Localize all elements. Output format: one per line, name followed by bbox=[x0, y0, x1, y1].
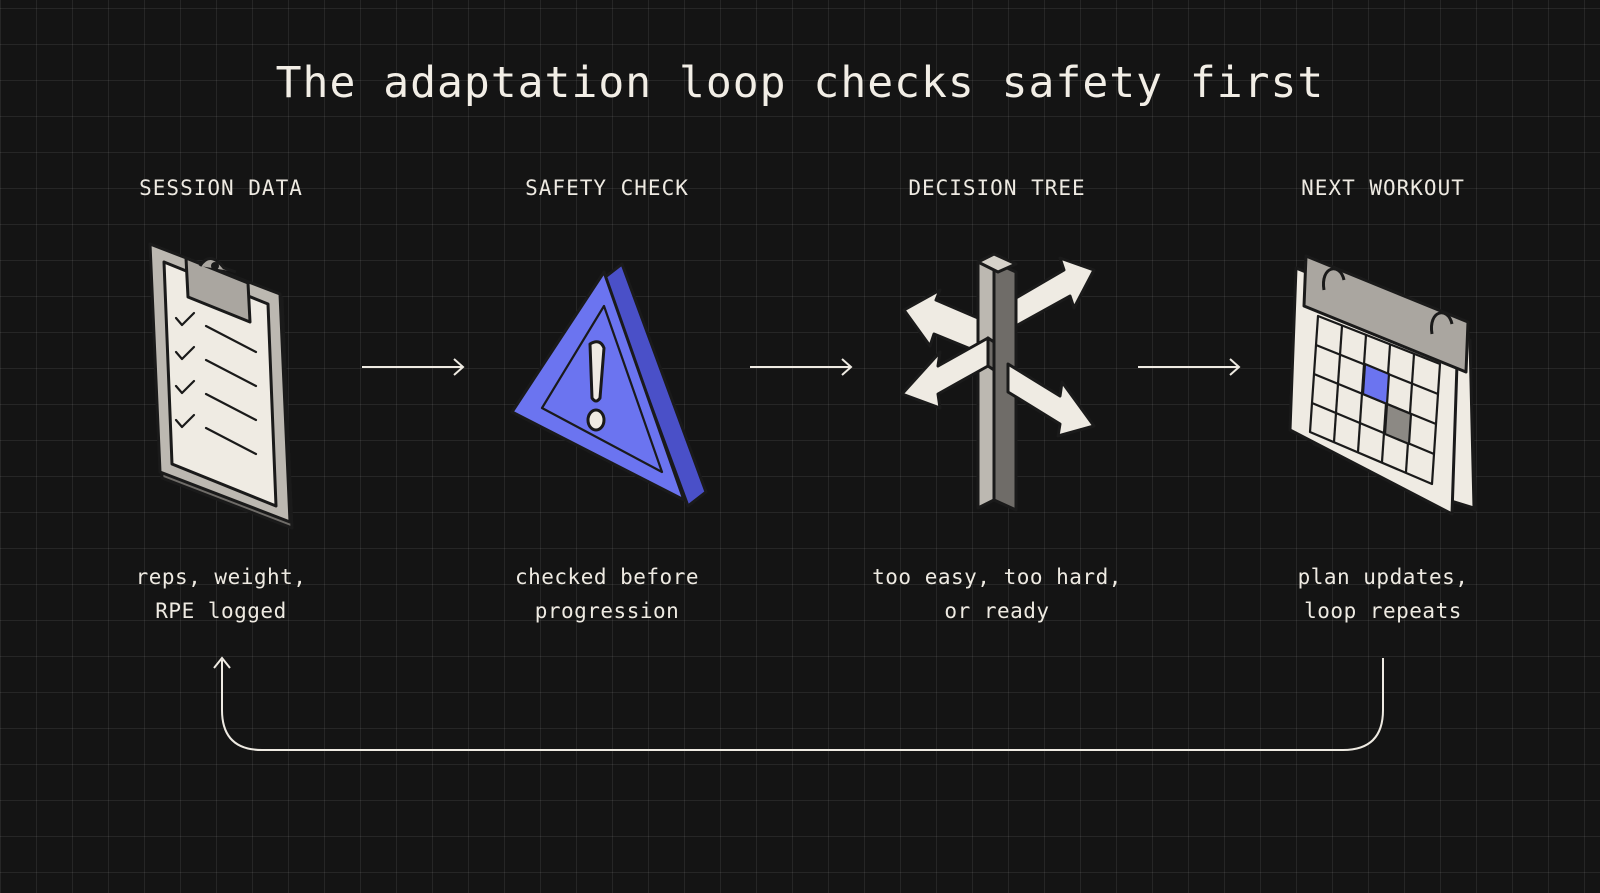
caption-line: too easy, too hard, bbox=[872, 565, 1122, 589]
caption-line: RPE logged bbox=[155, 599, 287, 623]
caption-line: progression bbox=[534, 599, 680, 623]
calendar-icon bbox=[1288, 254, 1478, 516]
flow-arrow-3 bbox=[1138, 358, 1241, 376]
stage-label-decision-tree: DECISION TREE bbox=[908, 176, 1086, 200]
caption-line: or ready bbox=[944, 599, 1050, 623]
caption-line: plan updates, bbox=[1297, 565, 1469, 589]
caption-next-workout: plan updates, loop repeats bbox=[1223, 560, 1543, 628]
caption-line: checked before bbox=[514, 565, 699, 589]
loop-back-arrow bbox=[213, 656, 1384, 751]
caption-decision-tree: too easy, too hard, or ready bbox=[837, 560, 1157, 628]
caption-line: loop repeats bbox=[1304, 599, 1462, 623]
signpost-icon bbox=[900, 252, 1096, 512]
caption-safety-check: checked before progression bbox=[447, 560, 767, 628]
stage-label-safety-check: SAFETY CHECK bbox=[525, 176, 689, 200]
warning-triangle-icon bbox=[510, 262, 708, 508]
stage-label-session-data: SESSION DATA bbox=[139, 176, 303, 200]
diagram-title: The adaptation loop checks safety first bbox=[275, 58, 1325, 108]
stage-label-next-workout: NEXT WORKOUT bbox=[1301, 176, 1465, 200]
caption-session-data: reps, weight, RPE logged bbox=[61, 560, 381, 628]
clipboard-checklist-icon bbox=[148, 242, 294, 530]
flow-arrow-2 bbox=[750, 358, 853, 376]
caption-line: reps, weight, bbox=[135, 565, 307, 589]
flow-arrow-1 bbox=[362, 358, 465, 376]
